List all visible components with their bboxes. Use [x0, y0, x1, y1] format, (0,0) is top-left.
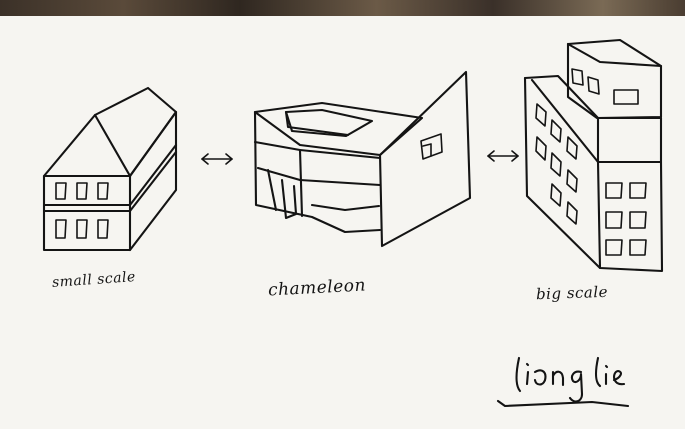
double-arrow-left [202, 154, 232, 164]
big-scale-building [525, 40, 662, 271]
chameleon-building [255, 72, 470, 246]
double-arrow-right [488, 151, 518, 161]
small-scale-house [44, 88, 176, 250]
label-big-scale: big scale [536, 283, 609, 304]
handwritten-signature [498, 358, 628, 406]
